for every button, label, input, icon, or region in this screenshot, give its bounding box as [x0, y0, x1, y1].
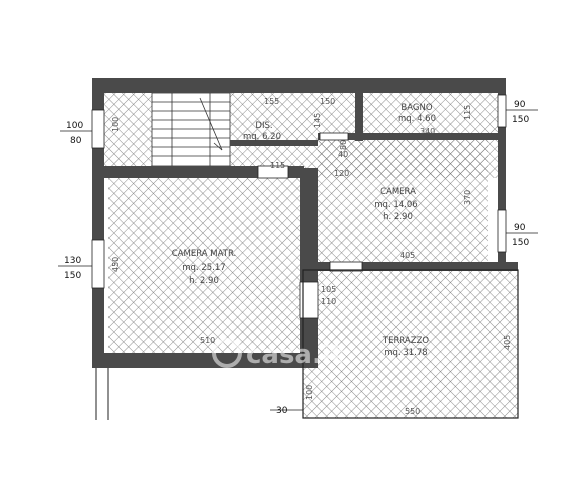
ext-right-top-lower: 150	[512, 115, 529, 125]
room-height-camera: h. 2.90	[383, 212, 413, 222]
area-camera	[318, 140, 488, 263]
ext-left-mid-upper: 130	[64, 256, 81, 266]
door-bagno	[319, 132, 349, 141]
dim-80: 80	[339, 140, 348, 150]
door-terrazzo	[299, 281, 319, 319]
window-right-mid	[497, 209, 507, 253]
room-name-camera-matrimoniale: CAMERA MATR.	[172, 249, 237, 259]
ext-right-mid-lower: 150	[512, 238, 529, 248]
room-name-disimpegno: DIS.	[255, 121, 272, 131]
window-left-top	[91, 109, 105, 149]
door-camera-matrimoniale	[257, 165, 289, 179]
terrazzo-outline	[302, 269, 519, 419]
room-area-camera-matrimoniale: mq. 25.17	[182, 263, 225, 273]
dim-405-vertical: 405	[503, 335, 512, 350]
interior-dimensions: 155 150 115 340 120 405 510 105 110 550 …	[111, 97, 512, 416]
ext-left-top-lower: 80	[70, 136, 82, 146]
room-area-terrazzo: mq. 31.78	[384, 348, 427, 358]
ext-bottom-left: 30	[276, 406, 288, 416]
room-height-camera-matrimoniale: h. 2.90	[189, 276, 219, 286]
dim-340: 340	[420, 127, 435, 136]
dim-105: 105	[321, 285, 336, 294]
dim-370: 370	[463, 190, 472, 205]
dim-100-terrazzo: 100	[305, 385, 314, 400]
dim-40: 40	[338, 150, 348, 159]
dim-120: 120	[334, 169, 349, 178]
room-name-camera: CAMERA	[380, 187, 416, 197]
watermark-text: casa.it	[246, 340, 343, 370]
room-name-bagno: BAGNO	[401, 103, 432, 113]
room-area-camera: mq. 14.06	[374, 200, 417, 210]
room-name-terrazzo: TERRAZZO	[382, 336, 429, 346]
ext-left-top-upper: 100	[66, 121, 83, 131]
staircase	[151, 92, 231, 167]
area-terrazzo	[303, 270, 518, 418]
dim-155: 155	[264, 97, 279, 106]
dim-450: 450	[111, 257, 120, 272]
dim-550: 550	[405, 407, 420, 416]
dim-115-bagno: 115	[463, 105, 472, 120]
dim-510: 510	[200, 336, 215, 345]
area-camera-matrimoniale	[108, 178, 300, 353]
room-area-disimpegno: mq. 6.20	[243, 132, 281, 142]
watermark-logo-icon	[212, 338, 242, 368]
dim-150: 150	[320, 97, 335, 106]
room-labels: DIS. mq. 6.20 BAGNO mq. 4.60 CAMERA mq. …	[172, 103, 436, 358]
ext-right-mid-upper: 90	[514, 223, 526, 233]
external-labels: 100 80 130 150 90 150 90 150 30	[64, 100, 529, 416]
dim-145: 145	[313, 113, 322, 128]
room-area-bagno: mq. 4.60	[398, 114, 436, 124]
dim-115: 115	[270, 161, 285, 170]
window-right-top	[497, 94, 507, 128]
dim-110: 110	[321, 297, 336, 306]
watermark: casa.it	[212, 338, 343, 370]
ext-right-top-upper: 90	[514, 100, 526, 110]
external-dimension-lines	[58, 109, 538, 411]
ext-left-mid-lower: 150	[64, 271, 81, 281]
step-camera	[329, 261, 363, 272]
dim-405: 405	[400, 251, 415, 260]
dim-100-vertical: 100	[111, 117, 120, 132]
window-left-mid	[91, 239, 105, 289]
floor-areas	[104, 93, 518, 418]
openings	[91, 94, 507, 319]
